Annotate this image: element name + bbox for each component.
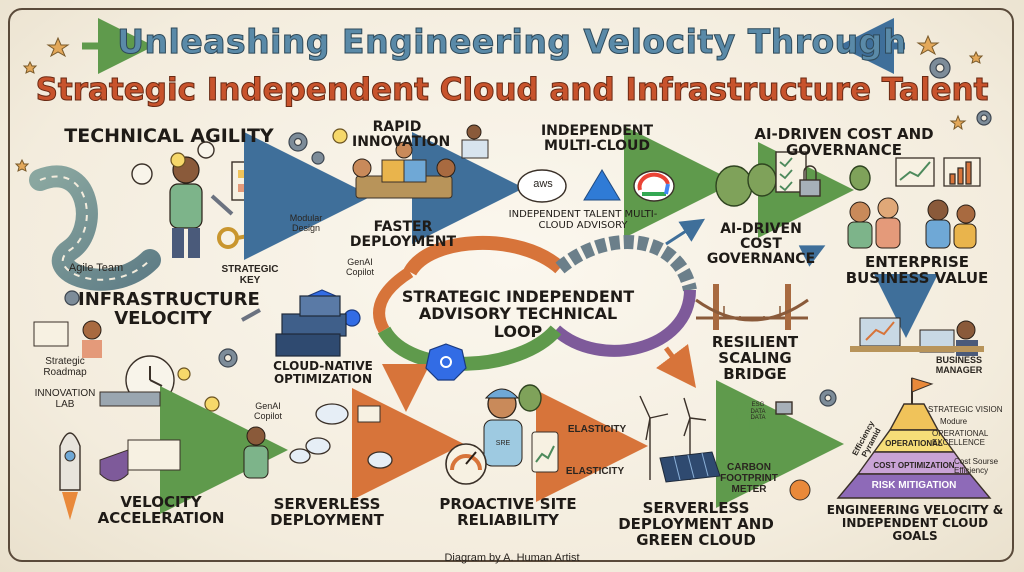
label-ai-cost-governance-header: AI-DRIVEN COST AND GOVERNANCE	[754, 125, 934, 160]
label-cloud-native: CLOUD-NATIVE OPTIMIZATION	[273, 359, 373, 386]
lock-icon	[775, 165, 821, 415]
label-modular-design: Modular Design	[289, 213, 323, 233]
key-icon	[217, 227, 271, 249]
sketch-frame	[8, 8, 1014, 562]
label-innovation-lab: INNOVATION LAB	[34, 388, 96, 410]
shield-icon	[99, 449, 129, 482]
label-agile-team: Agile Team	[68, 262, 124, 274]
pyramid-note-efficiency: Cost Sourse Efficiency	[954, 457, 999, 475]
cloud-icon	[289, 403, 393, 469]
label-rapid-innovation: RAPID INNOVATION	[352, 119, 451, 151]
sre-engineer	[483, 388, 523, 467]
pyramid-note-excellence: OPERATIONAL EXCELLENCE	[932, 429, 989, 447]
serverless-person	[243, 426, 269, 479]
enterprise-team	[847, 197, 977, 249]
label-strategic-roadmap: Strategic Roadmap	[43, 356, 87, 378]
footprint-icon	[736, 402, 759, 432]
cloud-icon	[517, 169, 675, 203]
chart-icon	[895, 157, 981, 187]
innovation-lab-bench	[99, 391, 161, 407]
label-genai-copilot-bottom: GenAI Copilot	[253, 401, 282, 421]
label-infrastructure-velocity: INFRASTRUCTURE VELOCITY	[78, 289, 260, 330]
label-proactive-sre: PROACTIVE SITE RELIABILITY	[439, 495, 577, 530]
label-aws: aws	[533, 178, 553, 190]
title-line-1: Unleashing Engineering Velocity Through	[117, 22, 907, 62]
gauge-icon	[445, 443, 487, 485]
label-velocity-acceleration: VELOCITY ACCELERATION	[97, 493, 225, 528]
label-strategic-loop: STRATEGIC INDEPENDENT ADVISORY TECHNICAL…	[401, 287, 635, 341]
label-sre-badge: SRE	[495, 440, 511, 447]
star-icon	[14, 34, 984, 172]
label-serverless-deployment: SERVERLESS DEPLOYMENT	[270, 495, 384, 530]
pyramid-note-modure: Modure	[940, 417, 968, 426]
flag-icon	[911, 377, 934, 404]
agile-team-person	[169, 156, 203, 258]
laptop-icon	[850, 317, 984, 356]
title-line-2: Strategic Independent Cloud and Infrastr…	[35, 72, 989, 109]
label-faster-deployment: FASTER DEPLOYMENT	[349, 219, 457, 251]
pyramid-icon	[836, 403, 992, 499]
label-ai-cost-governance: AI-DRIVEN COST GOVERNANCE	[706, 221, 816, 268]
label-elasticity-1: ELASTICITY	[567, 424, 627, 435]
label-technical-agility: TECHNICAL AGILITY	[64, 125, 274, 147]
label-enterprise-value: ENTERPRISE BUSINESS VALUE	[845, 253, 989, 288]
rocket-icon	[59, 432, 81, 520]
dashboard-screen	[127, 439, 181, 471]
wrench-icon	[210, 194, 261, 322]
label-elasticity-2: ELASTICITY	[565, 466, 625, 477]
label-carbon-meter: CARBON FOOTPRINT METER	[720, 462, 778, 495]
credit-line: Diagram by A. Human Artist	[444, 552, 580, 564]
label-genai-copilot-top: GenAI Copilot	[345, 257, 374, 277]
label-esg-data: ESG DATA DATA	[750, 402, 766, 422]
label-resilient-bridge: RESILIENT SCALING BRIDGE	[711, 333, 799, 384]
label-business-manager: BUSINESS MANAGER	[935, 355, 983, 375]
label-serverless-green: SERVERLESS DEPLOYMENT AND GREEN CLOUD	[618, 499, 774, 550]
innovation-team	[352, 124, 489, 199]
container-icon	[275, 295, 347, 357]
money-bag-icon	[518, 163, 871, 412]
pyramid-level-risk: RISK MITIGATION	[871, 480, 957, 491]
pyramid-level-operational: OPERATIONAL	[885, 439, 943, 448]
tablet-icon	[531, 431, 559, 473]
pyramid-note-vision: STRATEGIC VISION	[928, 405, 1003, 414]
pyramid-level-cost: COST OPTIMIZATION	[873, 461, 955, 470]
meter-dial	[789, 479, 811, 501]
solar-panel-icon	[659, 451, 721, 483]
label-strategic-key: STRATEGIC KEY	[221, 264, 279, 286]
bridge-icon	[695, 284, 809, 330]
strategic-loop	[373, 235, 697, 412]
label-goals: ENGINEERING VELOCITY & INDEPENDENT CLOUD…	[826, 503, 1004, 543]
label-independent-talent: INDEPENDENT TALENT MULTI-CLOUD ADVISORY	[508, 209, 658, 231]
roadmap-board	[33, 320, 102, 358]
label-independent-multicloud: INDEPENDENT MULTI-CLOUD	[540, 123, 654, 155]
